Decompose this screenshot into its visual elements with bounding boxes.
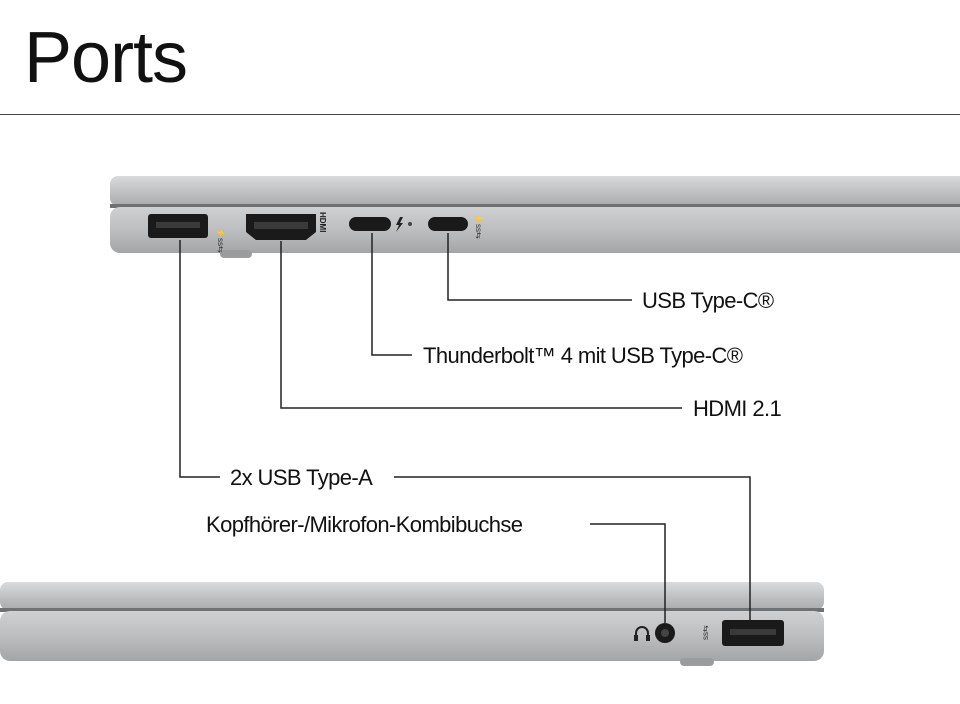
svg-text:⚡ss⇆: ⚡ss⇆	[216, 228, 226, 253]
leader-usb-a-left	[179, 240, 220, 478]
laptop-foot-bottom	[680, 658, 714, 666]
svg-text:ss⇆: ss⇆	[701, 625, 710, 640]
leader-lines	[179, 233, 751, 623]
hdmi-mark-icon: HDMI	[318, 212, 327, 232]
svg-text:⚡ss⇆: ⚡ss⇆	[474, 214, 484, 239]
usb-ss-icon: ⚡ss⇆	[216, 228, 226, 253]
label-usb-a: 2x USB Type-A	[230, 465, 373, 490]
label-thunderbolt: Thunderbolt™ 4 mit USB Type-C®	[423, 343, 743, 368]
hdmi-port	[246, 214, 316, 240]
lid-seam	[110, 204, 960, 208]
leader-usb-a-right	[394, 476, 751, 620]
usb-c-port	[428, 217, 468, 231]
title-divider	[0, 114, 960, 115]
leader-usb-c	[447, 233, 632, 301]
leader-thunderbolt	[371, 233, 412, 356]
leader-hdmi	[280, 241, 682, 409]
laptop-lid-bottom	[0, 582, 824, 610]
label-usb-c: USB Type-C®	[642, 288, 774, 313]
laptop-right-side: ss⇆	[0, 582, 824, 666]
usb-a-port-left	[148, 214, 208, 238]
laptop-left-side: ⚡ss⇆ HDMI ⚡ss⇆	[110, 176, 960, 258]
label-hdmi: HDMI 2.1	[693, 396, 781, 421]
lid-seam-bottom	[0, 608, 824, 612]
usb-a-port-right	[722, 620, 784, 646]
laptop-base-bottom	[0, 611, 824, 661]
thunderbolt-icon	[396, 217, 412, 232]
thunderbolt-port	[349, 217, 391, 231]
laptop-base-top	[110, 207, 960, 253]
usb-ss-icon-c: ⚡ss⇆	[474, 214, 484, 239]
usb-ss-icon-right: ss⇆	[701, 625, 710, 640]
audio-jack	[655, 623, 675, 643]
page-title: Ports	[24, 18, 188, 98]
laptop-foot	[220, 250, 252, 258]
label-audio-jack: Kopfhörer-/Mikrofon-Kombibuchse	[206, 512, 523, 537]
leader-audio	[590, 523, 666, 623]
svg-text:HDMI: HDMI	[318, 212, 327, 232]
headphone-icon	[634, 626, 650, 641]
laptop-lid-top	[110, 176, 960, 206]
